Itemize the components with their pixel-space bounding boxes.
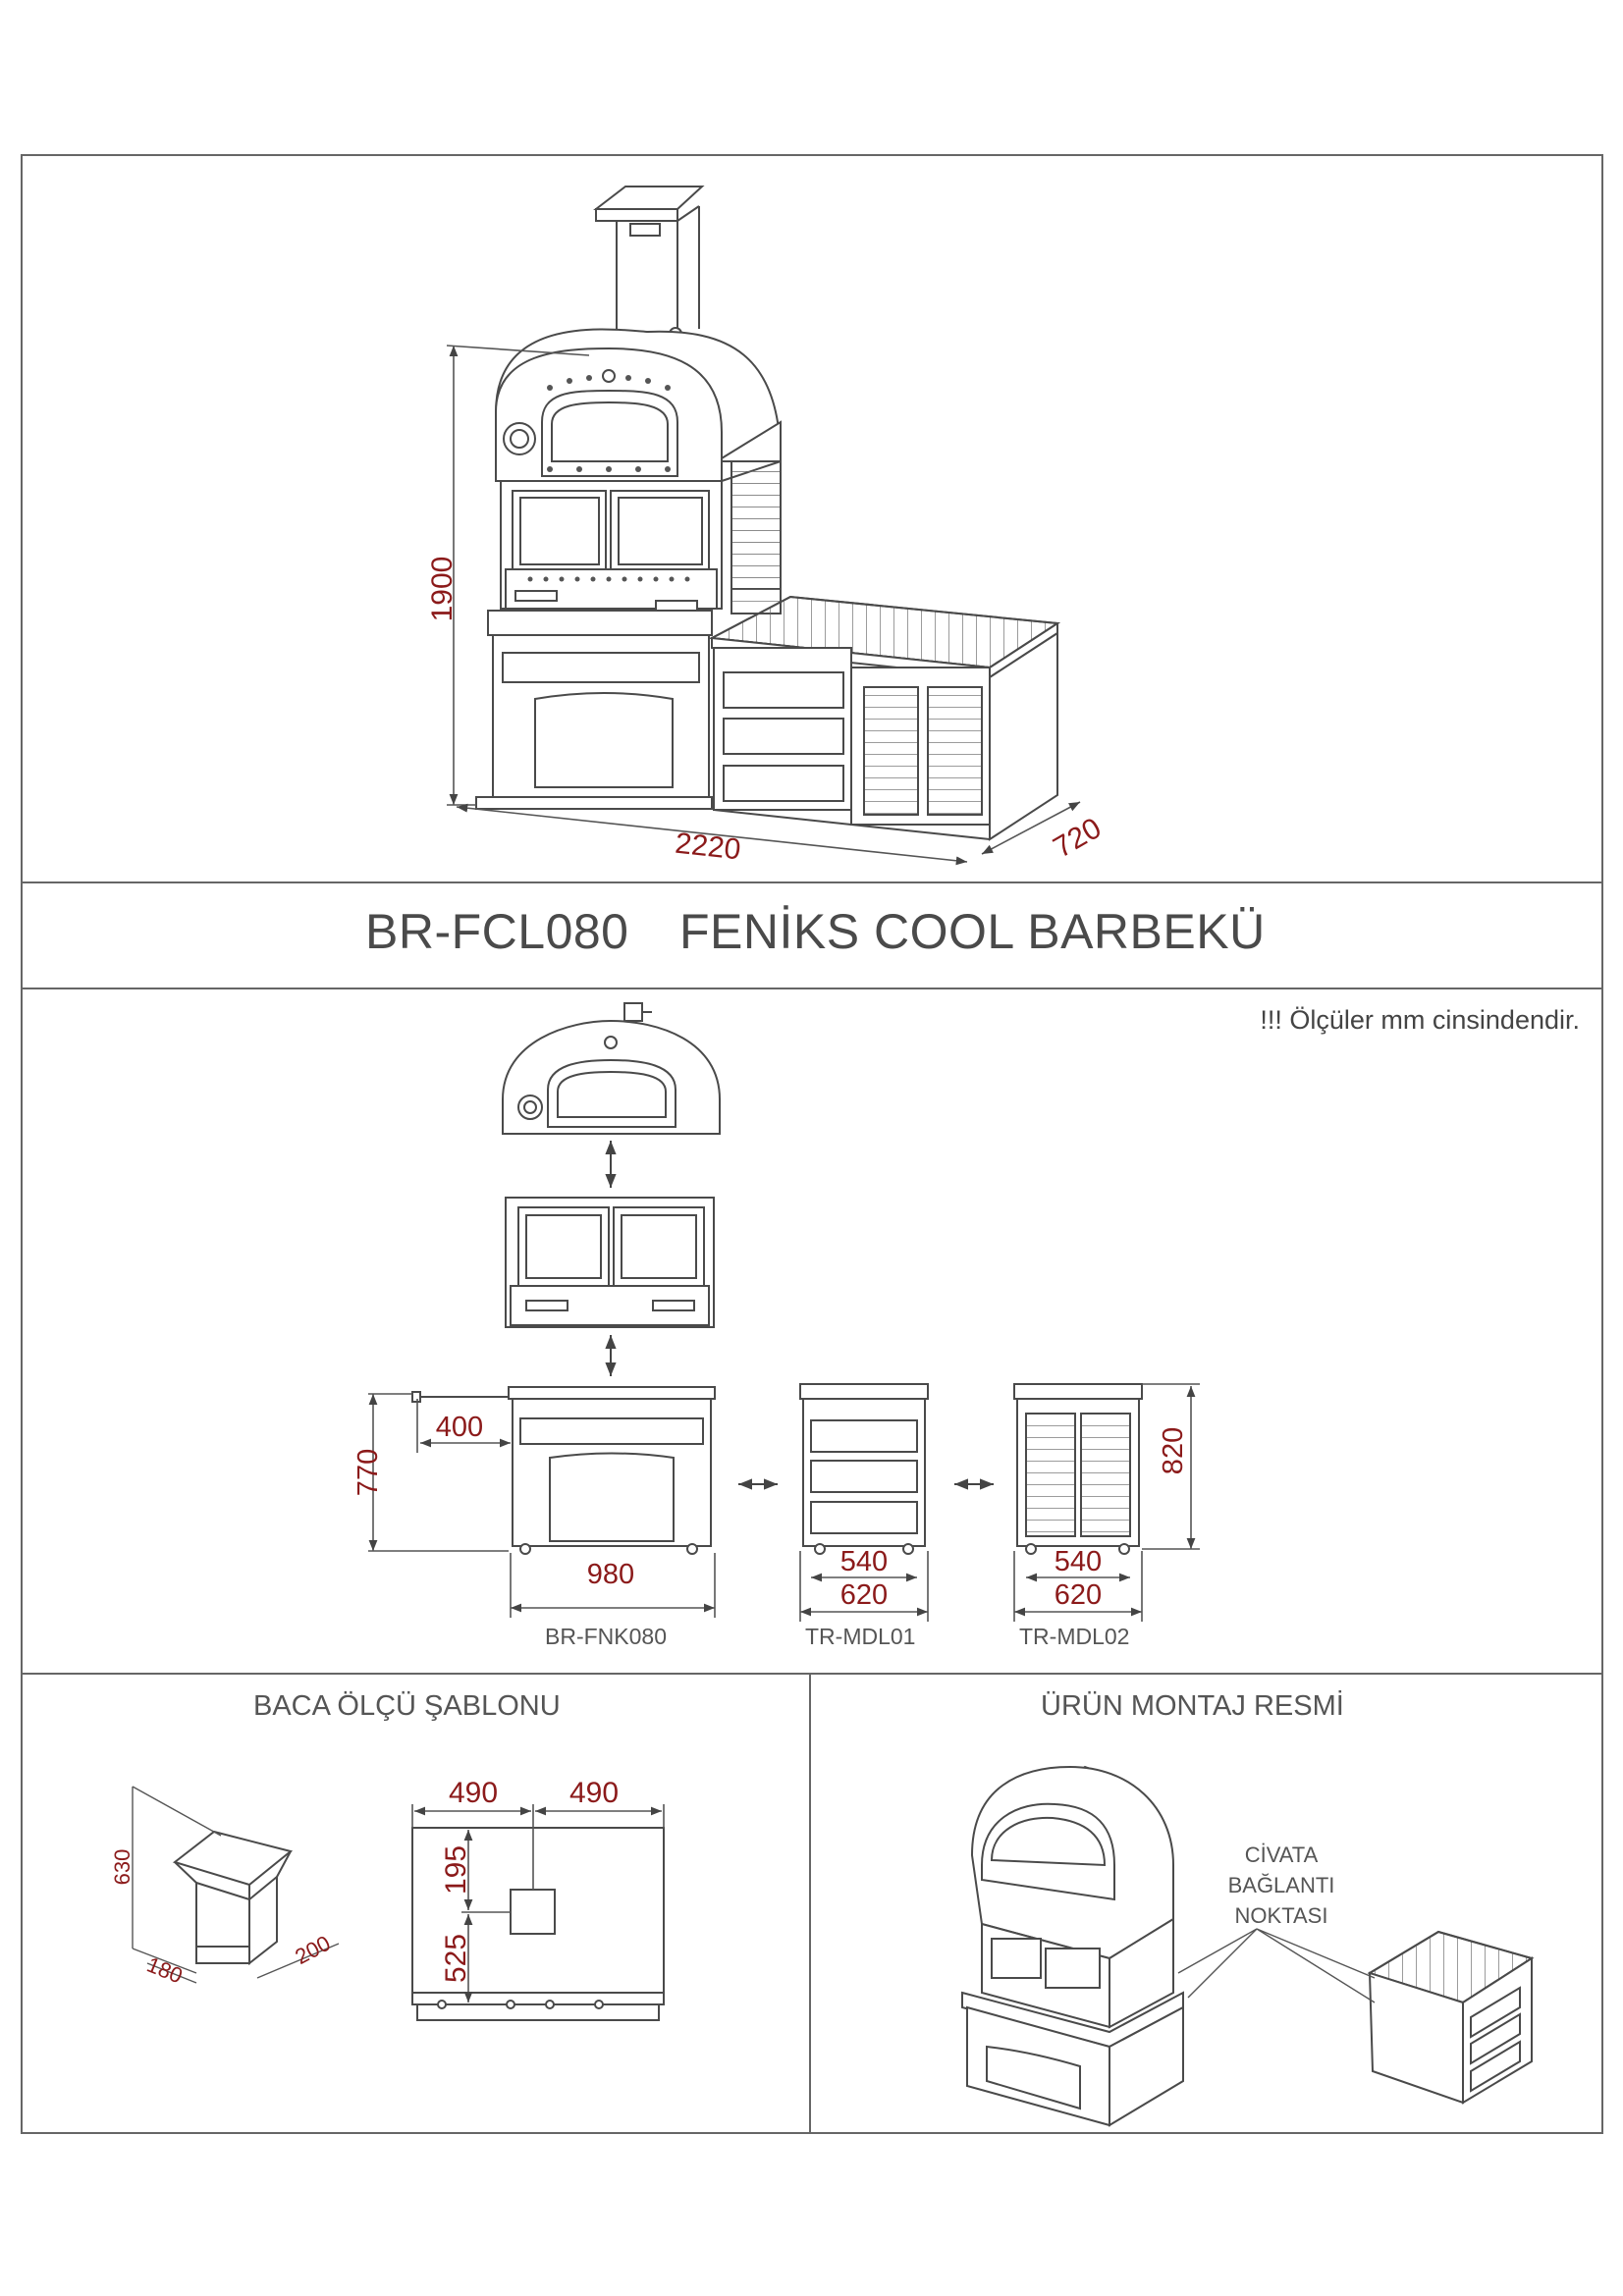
exploded-oven-body <box>505 1197 715 1328</box>
main-dimension-lines <box>446 345 1081 866</box>
dim-hole-from-top: 195 <box>440 1845 472 1895</box>
chimney-template-plan <box>411 1827 665 2021</box>
module-label-tr-mdl02: TR-MDL02 <box>1019 1624 1130 1649</box>
dim-fnk080-height: 770 <box>352 1449 384 1496</box>
module-tr-mdl01 <box>799 1383 929 1555</box>
module-dimension-lines <box>368 1383 1200 1622</box>
chimney-post-isometric <box>172 1830 294 1966</box>
dim-template-right: 490 <box>569 1777 619 1809</box>
dim-hole-to-bottom: 525 <box>440 1934 472 1983</box>
main-barbecue-view <box>475 186 1060 841</box>
dim-template-left: 490 <box>449 1777 498 1809</box>
dim-post-width: 180 <box>143 1952 186 1989</box>
dim-fnk080-width: 980 <box>587 1559 634 1590</box>
page-frame <box>21 154 1603 2134</box>
dim-overall-depth: 720 <box>1048 812 1107 865</box>
chimney-template-title: BACA ÖLÇÜ ŞABLONU <box>253 1690 561 1722</box>
dim-mdl01-inner: 540 <box>840 1546 888 1577</box>
exploded-oven-dome <box>502 1002 721 1135</box>
dim-mdl01-outer: 620 <box>840 1579 888 1611</box>
model-code: BR-FCL080 <box>365 904 629 959</box>
dim-mdl02-outer: 620 <box>1055 1579 1102 1611</box>
dim-mdl02-inner: 540 <box>1055 1546 1102 1577</box>
dim-mdl02-height: 820 <box>1158 1427 1189 1474</box>
chimney-template-dimension-lines <box>411 1804 665 2002</box>
chimney-post-dimension-lines <box>132 1786 340 1984</box>
dim-post-depth: 200 <box>291 1931 334 1969</box>
module-label-tr-mdl01: TR-MDL01 <box>805 1624 916 1649</box>
bolt-leader-lines <box>1177 1928 1376 2003</box>
assembly-barbecue <box>961 1765 1184 2127</box>
units-note: !!! Ölçüler mm cinsindendir. <box>1260 1005 1580 1035</box>
exploded-arrows <box>605 1141 994 1490</box>
module-tr-mdl02 <box>1013 1383 1143 1555</box>
dim-post-height: 630 <box>110 1849 135 1886</box>
dim-fnk080-extension: 400 <box>436 1412 483 1443</box>
product-name: FENİKS COOL BARBEKÜ <box>679 904 1266 959</box>
module-br-fnk080 <box>411 1386 716 1555</box>
module-label-br-fnk080: BR-FNK080 <box>545 1624 667 1649</box>
assembly-title: ÜRÜN MONTAJ RESMİ <box>1041 1690 1344 1722</box>
assembly-drawer-module <box>1367 1930 1535 2105</box>
bolt-label-line-1: CİVATA <box>1245 1842 1319 1867</box>
bolt-label-line-3: NOKTASI <box>1235 1903 1328 1928</box>
dim-overall-width: 2220 <box>674 828 742 867</box>
bolt-label-line-2: BAĞLANTI <box>1228 1873 1335 1897</box>
dim-overall-height: 1900 <box>426 557 459 622</box>
